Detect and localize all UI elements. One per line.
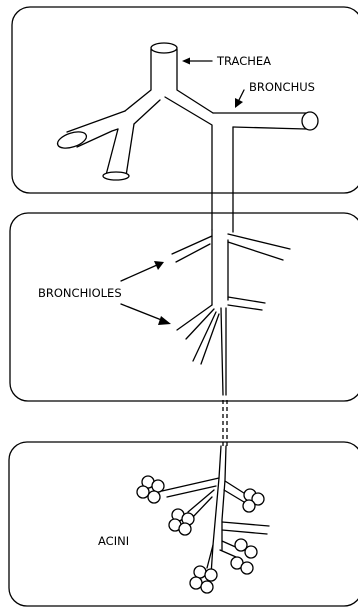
trachea-label-group: TRACHEA xyxy=(182,54,271,68)
dashed-connector xyxy=(222,400,228,446)
bronchus-label: BRONCHUS xyxy=(249,80,315,94)
panel-acini xyxy=(8,441,358,607)
arrowhead-icon xyxy=(154,261,164,270)
acini-label: ACINI xyxy=(98,534,129,548)
panel-upper-airway xyxy=(11,6,358,194)
arrowhead-icon xyxy=(182,57,190,65)
right-main-bronchus xyxy=(164,96,319,233)
bronchioles-label: BRONCHIOLES xyxy=(38,286,122,300)
trachea xyxy=(124,42,214,114)
bronchioles-label-group: BRONCHIOLES xyxy=(38,261,171,325)
arrowhead-icon xyxy=(235,98,243,108)
arrowhead-icon xyxy=(158,316,171,325)
acinus-cluster-left-upper xyxy=(136,475,165,504)
panel-bronchioles xyxy=(9,212,358,402)
acinar-tree xyxy=(161,445,270,576)
acinus-cluster-right-lower xyxy=(230,538,258,575)
acinus-cluster-left-middle xyxy=(168,508,195,536)
bronchus-label-group: BRONCHUS xyxy=(235,80,315,108)
bronchiole-tree xyxy=(171,229,291,396)
left-main-bronchus xyxy=(56,99,161,181)
acinus-cluster-right-upper xyxy=(242,488,265,513)
trachea-label: TRACHEA xyxy=(216,54,271,68)
acinus-cluster-bottom xyxy=(189,565,218,594)
